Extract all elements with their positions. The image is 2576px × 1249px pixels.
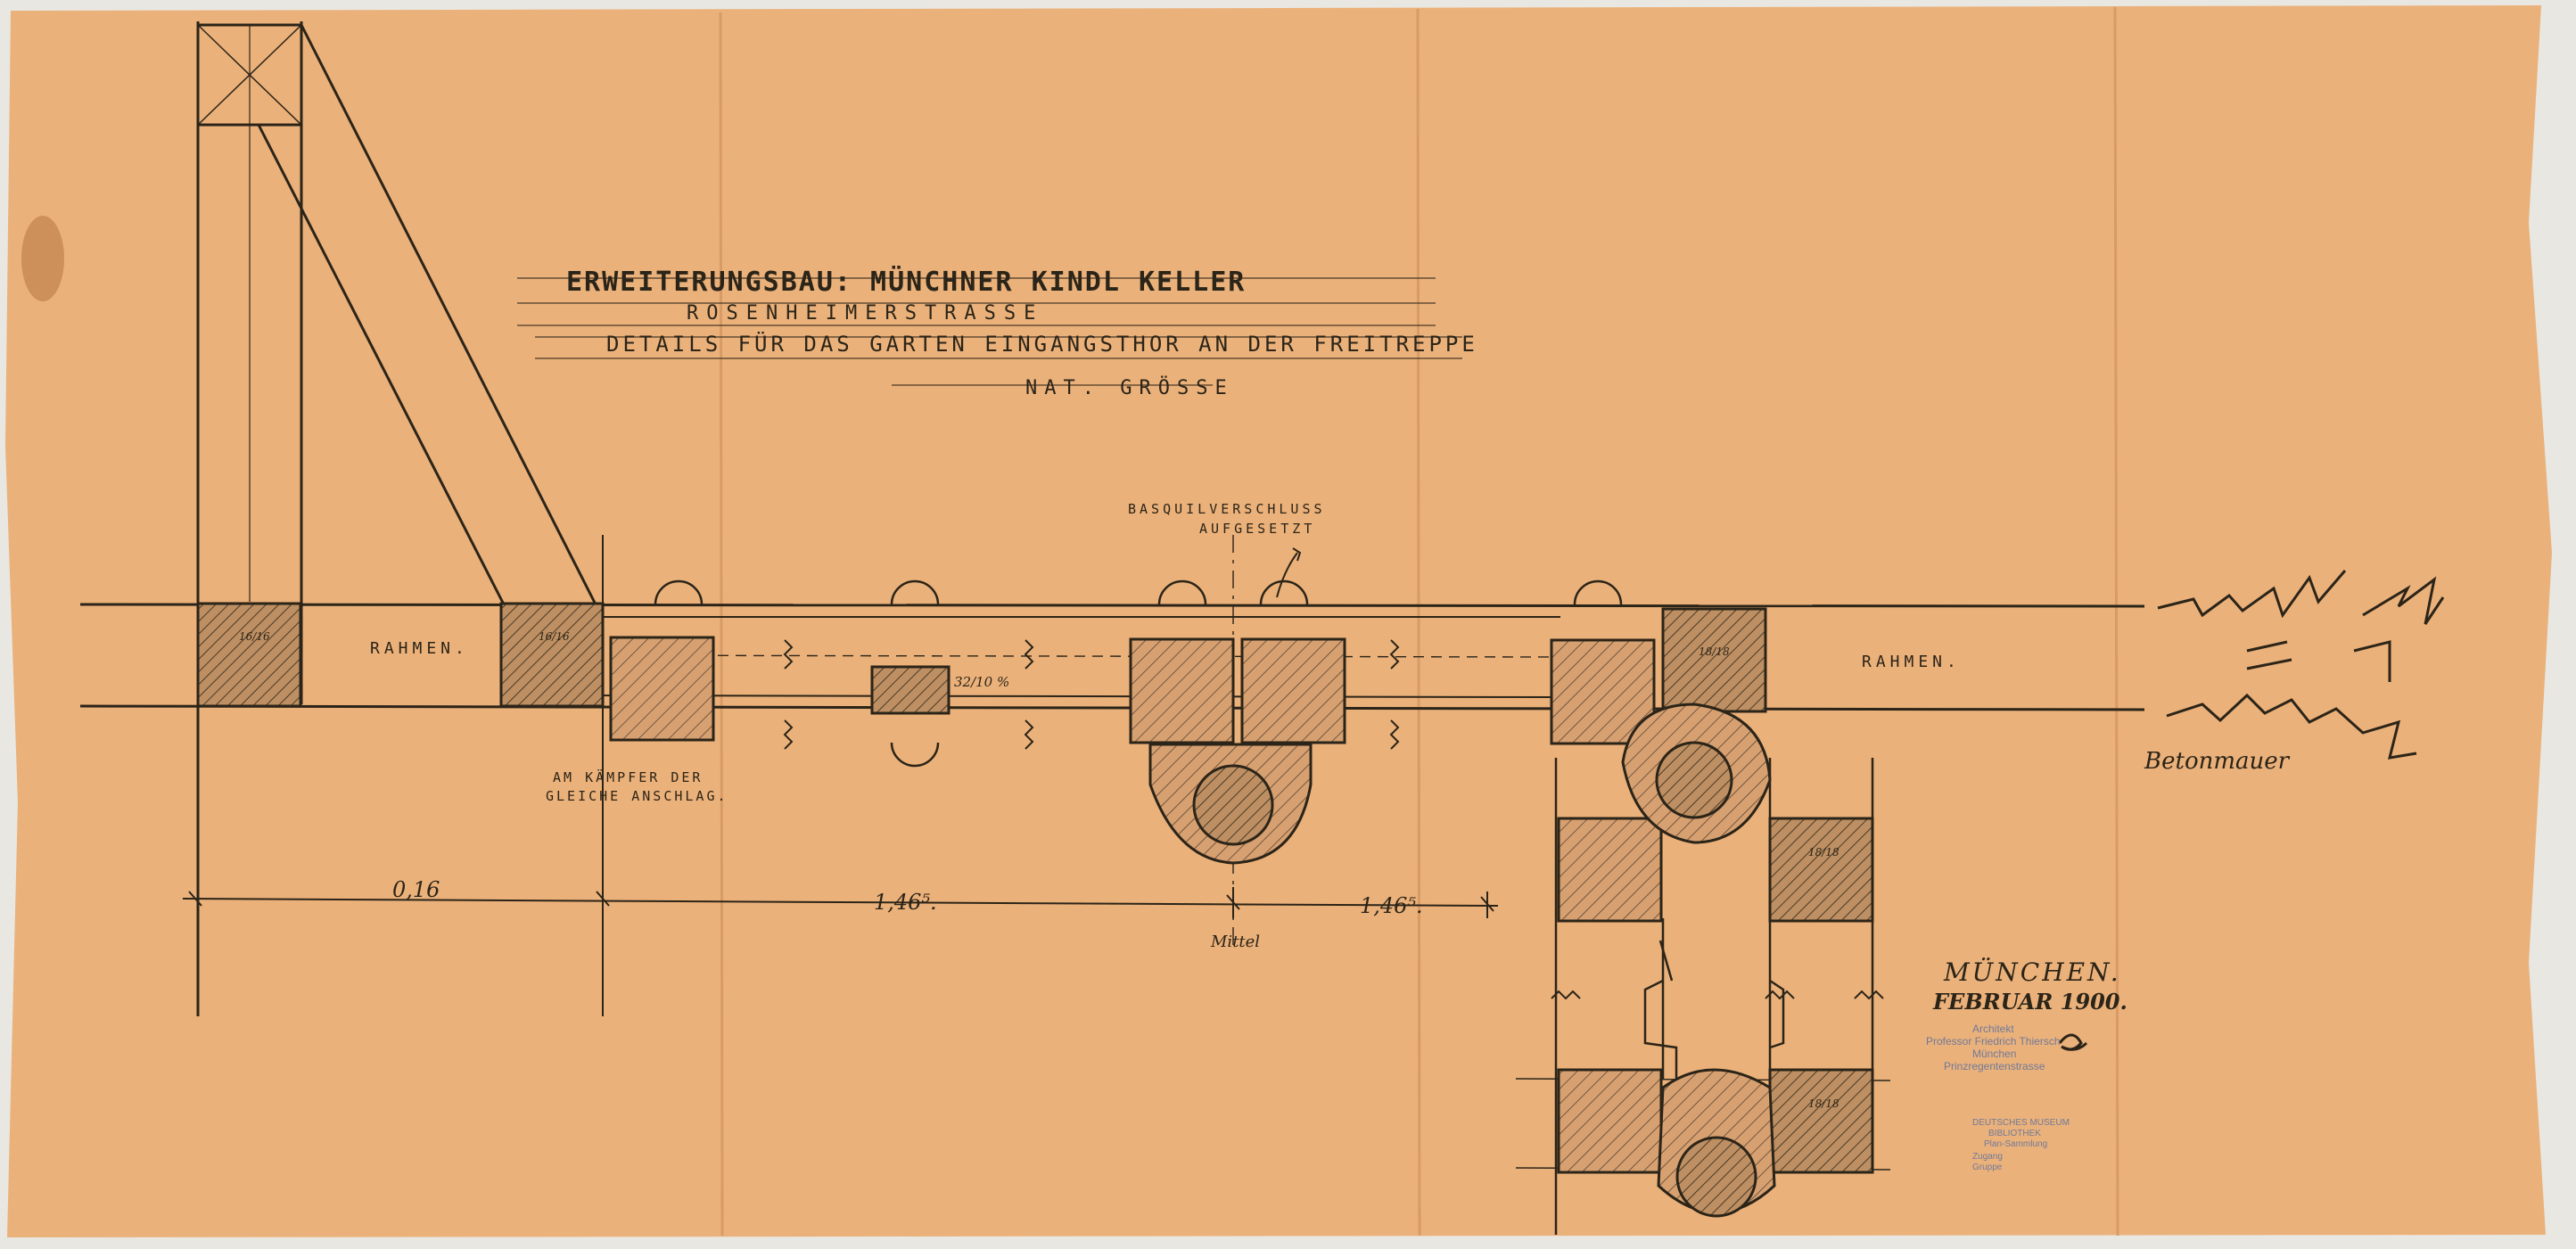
signature-initials bbox=[2058, 1033, 2088, 1051]
post-section-c bbox=[1661, 607, 1767, 713]
signature-date: FEBRUAR 1900. bbox=[1932, 989, 2127, 1015]
title-line-1: ERWEITERUNGSBAU: MÜNCHNER KINDL KELLER bbox=[566, 265, 1246, 298]
paper-sheet bbox=[5, 5, 2552, 1237]
stamp-architect-1: Architekt bbox=[1972, 1023, 2014, 1035]
museum-stamp: DEUTSCHES MUSEUM BIBLIOTHEK Plan-Sammlun… bbox=[1972, 1118, 2070, 1172]
stamp-museum-4: Zugang bbox=[1972, 1152, 2003, 1162]
left-construction bbox=[196, 21, 604, 1016]
stain bbox=[21, 216, 64, 301]
title-line-2: ROSENHEIMERSTRASSE bbox=[687, 302, 1043, 325]
architect-stamp: Architekt Professor Friedrich Thiersch M… bbox=[1926, 1023, 2061, 1072]
label-rahmen-left: RAHMEN. bbox=[370, 639, 469, 658]
signature-city: MÜNCHEN. bbox=[1943, 957, 2121, 987]
label-rahmen-right: RAHMEN. bbox=[1862, 653, 1961, 671]
frame-block-3 bbox=[1240, 637, 1346, 744]
hinges bbox=[1148, 703, 1776, 1218]
title-line-3: DETAILS FÜR DAS GARTEN EINGANGSTHOR AN D… bbox=[606, 331, 1478, 357]
stamp-museum-3: Plan-Sammlung bbox=[1984, 1139, 2047, 1149]
stamp-architect-2: Professor Friedrich Thiersch bbox=[1926, 1035, 2061, 1048]
post-section-d bbox=[1768, 817, 1874, 923]
label-kampfer-1: AM KÄMPFER DER bbox=[553, 768, 703, 785]
label-post-a: 16/16 bbox=[239, 630, 270, 643]
frame-block-2 bbox=[1129, 637, 1235, 744]
break-lines bbox=[783, 639, 1884, 1000]
title-line-4: NAT. GRÖSSE bbox=[1025, 376, 1234, 399]
stamp-architect-3: München bbox=[1972, 1048, 2016, 1060]
stamp-museum-2: BIBLIOTHEK bbox=[1988, 1129, 2041, 1138]
dimension-c: 1,46⁵. bbox=[1360, 893, 1423, 918]
dimension-a: 0,16 bbox=[392, 877, 440, 902]
dimension-b: 1,46⁵. bbox=[874, 890, 937, 915]
post-section-b bbox=[499, 602, 605, 708]
title-block: ERWEITERUNGSBAU: MÜNCHNER KINDL KELLER R… bbox=[517, 265, 1478, 399]
signature-block: MÜNCHEN. FEBRUAR 1900. bbox=[1932, 957, 2127, 1051]
bar-section bbox=[870, 665, 951, 715]
posts bbox=[196, 602, 1874, 1174]
frame-block-5 bbox=[1557, 817, 1663, 923]
label-betonmauer: Betonmauer bbox=[2144, 748, 2291, 775]
stamp-museum-5: Gruppe bbox=[1972, 1163, 2003, 1172]
label-basquill-2: AUFGESETZT bbox=[1199, 521, 1315, 537]
stamp-architect-4: Prinzregentenstrasse bbox=[1944, 1060, 2045, 1072]
drawing-labels: RAHMEN. RAHMEN. BASQUILVERSCHLUSS AUFGES… bbox=[239, 501, 2291, 1110]
frame-block-6 bbox=[1557, 1068, 1663, 1174]
label-post-d: 18/18 bbox=[1808, 846, 1839, 859]
post-section-a bbox=[196, 602, 302, 708]
label-bar: 32/10 % bbox=[954, 674, 1009, 690]
concrete-wall-break bbox=[2157, 570, 2445, 760]
label-post-b: 16/16 bbox=[539, 630, 570, 643]
label-post-c: 18/18 bbox=[1699, 645, 1730, 658]
dimension-line bbox=[182, 887, 1499, 918]
frame-rails bbox=[79, 603, 2145, 711]
label-mittel: Mittel bbox=[1210, 933, 1260, 951]
stamp-museum-1: DEUTSCHES MUSEUM bbox=[1972, 1118, 2070, 1128]
label-basquill-1: BASQUILVERSCHLUSS bbox=[1128, 501, 1326, 517]
basquill-arrow bbox=[1276, 547, 1302, 598]
post-section-e bbox=[1768, 1068, 1874, 1174]
frame-block-1 bbox=[609, 636, 715, 742]
label-kampfer-2: GLEICHE ANSCHLAG. bbox=[546, 788, 728, 804]
rail-bolts bbox=[654, 579, 1623, 768]
label-post-e: 18/18 bbox=[1808, 1097, 1839, 1110]
fold-lines bbox=[719, 6, 2119, 1237]
